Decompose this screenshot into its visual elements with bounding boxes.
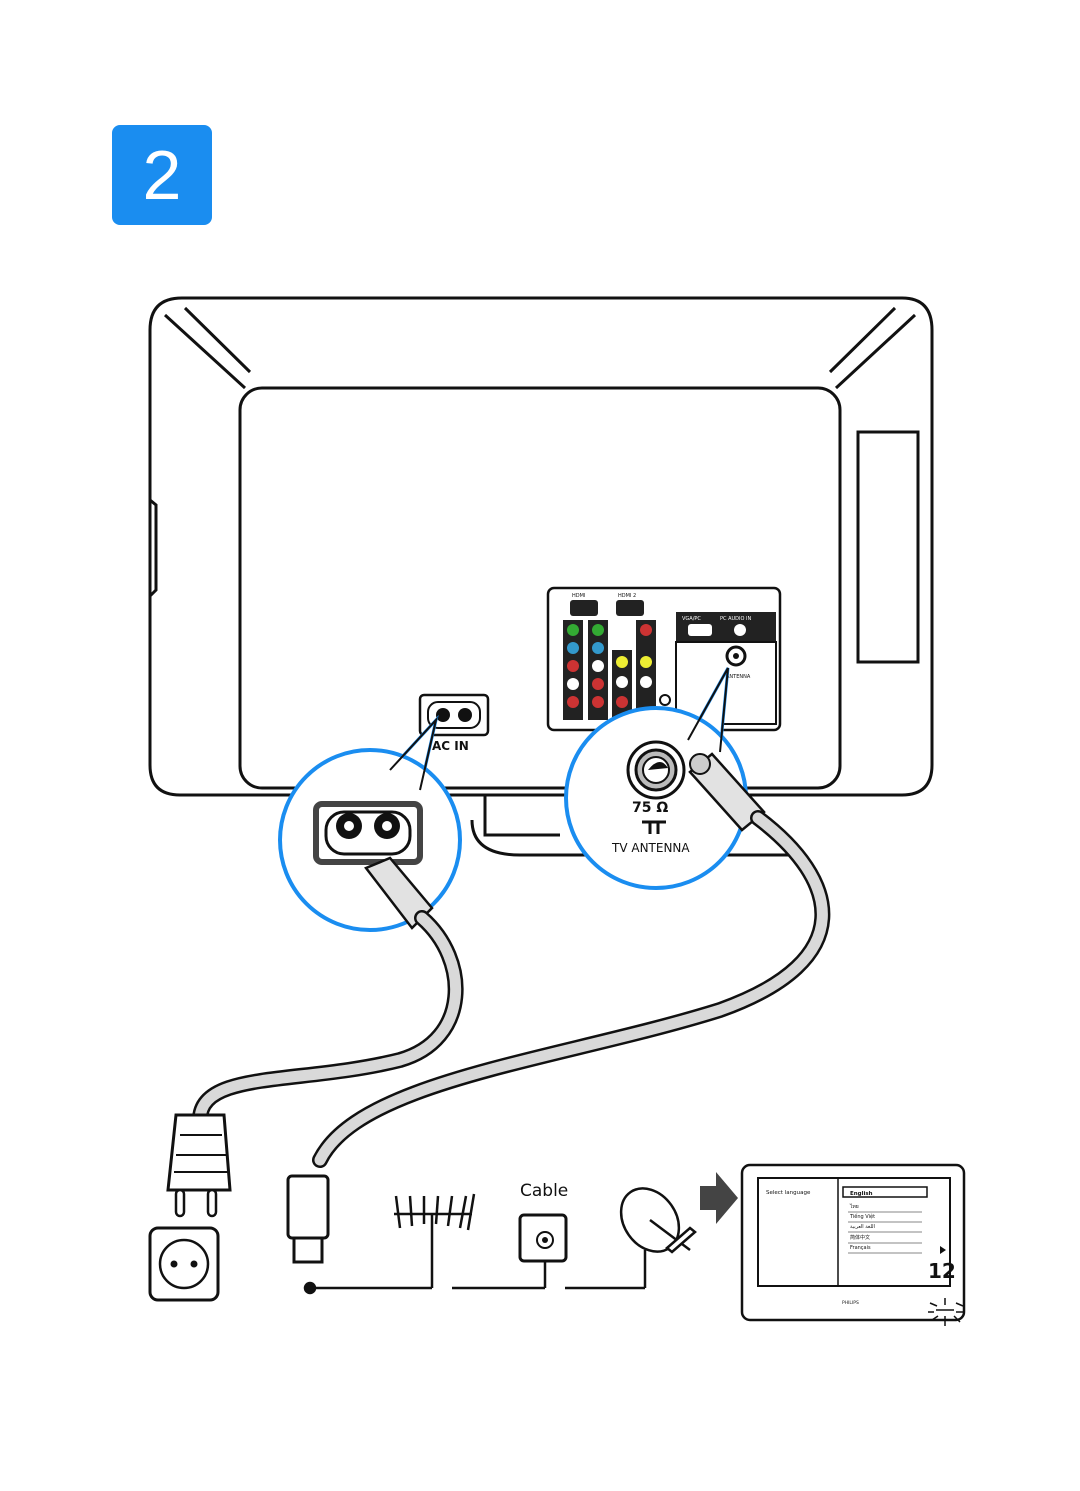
language-item: ไทย [849, 1203, 859, 1210]
component-jacks [563, 620, 671, 720]
tv-antenna-label: TV ANTENNA [611, 841, 690, 855]
screen-title: Select language [766, 1190, 811, 1196]
hdmi1-label: HDMI [572, 593, 585, 599]
brand-label: PHILIPS [842, 1300, 859, 1306]
arrow-right-icon [700, 1172, 738, 1224]
power-plug-icon [166, 1113, 232, 1218]
hdmi2-label: HDMI 2 [618, 593, 636, 599]
power-cable [192, 910, 464, 1128]
cable-label: Cable [520, 1181, 568, 1201]
wall-socket-icon [148, 1226, 220, 1302]
ac-plug-head [364, 856, 434, 930]
antenna-symbol-icon [642, 820, 666, 834]
play-icon [940, 1246, 946, 1254]
tv-front-screen: Select language English ไทย Tiếng Việt ا… [740, 1163, 966, 1326]
tv-back-body [148, 296, 934, 857]
screen-clock: 12 [928, 1259, 956, 1283]
language-item: اللغة العربية [850, 1224, 875, 1230]
ac-in-label: AC IN [432, 739, 469, 753]
vga-label: VGA/PC [682, 616, 701, 622]
satellite-dish-icon [619, 1187, 697, 1254]
ac-in-callout [278, 714, 462, 932]
aerial-antenna-icon [394, 1193, 476, 1231]
power-led-glow-icon [928, 1298, 964, 1326]
coax-plug-end-icon [286, 1174, 330, 1264]
ac-in-socket: AC IN [418, 693, 490, 753]
antenna-ohm-label: 75 Ω [632, 800, 668, 816]
source-connection-line [303, 1214, 647, 1295]
language-item: English [850, 1191, 873, 1197]
antenna-small-label: ANTENNA [726, 674, 751, 680]
cable-outlet-icon: Cable [518, 1181, 568, 1263]
language-item: Tiếng Việt [849, 1213, 875, 1220]
coax-cable [312, 810, 831, 1168]
language-item: Français [850, 1245, 871, 1251]
pc-audio-label: PC AUDIO IN [720, 616, 752, 622]
language-highlight [842, 1186, 928, 1198]
step-number-badge: 2 [112, 125, 212, 225]
language-item: 简体中文 [850, 1234, 870, 1241]
antenna-callout: 75 Ω TV ANTENNA [564, 667, 766, 890]
tv-side-panel [856, 430, 920, 664]
